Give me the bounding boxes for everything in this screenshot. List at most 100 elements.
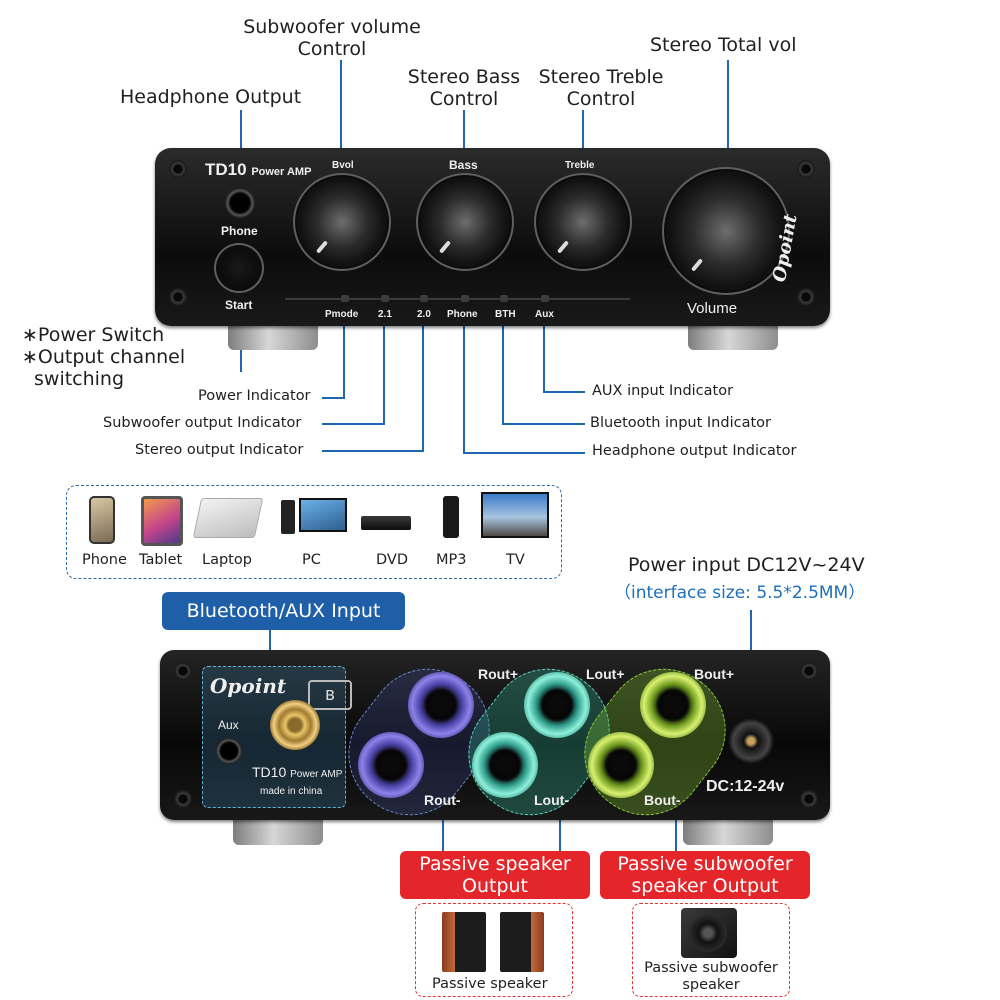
bluetooth-input-indicator-label: Bluetooth input Indicator — [590, 415, 771, 431]
led-bth — [500, 295, 508, 302]
speaker-icon — [442, 912, 486, 972]
device-label: Laptop — [202, 552, 252, 568]
bluetooth-icon: ʙ — [308, 680, 352, 710]
lout-minus-label: Lout- — [534, 792, 569, 808]
phone-label: Phone — [221, 224, 258, 238]
back-foot-right — [683, 815, 773, 845]
rout-plus-label: Rout+ — [478, 666, 519, 682]
aux-label: Aux — [218, 718, 239, 732]
passive-speaker-box: Passive speaker — [415, 903, 573, 997]
back-brand: Opoint — [210, 674, 287, 698]
power-interface-size: （interface size: 5.5*2.5MM） — [614, 583, 866, 603]
back-model: TD10 Power AMP — [252, 764, 343, 780]
made-in-label: made in china — [260, 786, 323, 797]
screw-icon — [800, 662, 818, 680]
aux-jack[interactable] — [216, 738, 242, 764]
screw-icon — [800, 790, 818, 808]
switching-label: switching — [34, 368, 125, 390]
lout-plus-label: Lout+ — [586, 666, 625, 682]
passive-subwoofer-box: Passive subwoofer speaker — [632, 903, 790, 997]
screw-icon — [174, 662, 192, 680]
indicator-strip — [285, 298, 630, 300]
device-label: PC — [302, 552, 321, 568]
screw-icon — [174, 790, 192, 808]
passive-subwoofer-speaker-label: Passive subwoofer speaker — [644, 960, 778, 993]
laptop-icon — [192, 498, 264, 538]
bass-knob[interactable] — [421, 178, 509, 266]
output-channel-label: ∗Output channel — [22, 346, 186, 368]
power-input-title: Power input DC12V~24V — [628, 554, 865, 576]
led-2-0 — [420, 295, 428, 302]
screw-icon — [797, 288, 815, 306]
led-aux — [541, 295, 549, 302]
subwoofer-volume-knob[interactable] — [298, 178, 386, 266]
volume-label: Volume — [687, 300, 738, 317]
front-model: TD10 Power AMP — [205, 160, 312, 179]
rout-plus-terminal[interactable] — [408, 672, 474, 738]
antenna-connector[interactable] — [270, 700, 320, 750]
bluetooth-aux-badge: Bluetooth/AUX Input — [162, 592, 405, 630]
device-label: Tablet — [139, 552, 183, 568]
device-label: MP3 — [436, 552, 467, 568]
led-phone — [461, 295, 469, 302]
bout-plus-label: Bout+ — [694, 666, 735, 682]
rout-minus-terminal[interactable] — [358, 732, 424, 798]
start-label: Start — [225, 298, 253, 312]
passive-speaker-output-badge: Passive speaker Output — [400, 851, 590, 899]
source-devices-box: Phone Tablet Laptop PC DVD MP3 TV — [66, 485, 562, 579]
headphone-output-label: Headphone Output — [120, 86, 302, 108]
screw-icon — [797, 160, 815, 178]
led-pmode — [341, 295, 349, 302]
pc-monitor-icon — [299, 498, 347, 532]
back-foot-left — [233, 815, 323, 845]
treble-label: Treble — [565, 160, 595, 171]
power-switch-label: ∗Power Switch — [22, 324, 165, 346]
pc-icon — [281, 500, 295, 534]
rout-minus-label: Rout- — [424, 792, 461, 808]
device-label: Phone — [82, 552, 127, 568]
passive-speaker-label: Passive speaker — [432, 976, 548, 992]
tv-icon — [481, 492, 549, 538]
headphone-jack[interactable] — [225, 188, 255, 218]
indicator-label: 2.0 — [417, 309, 431, 320]
device-label: TV — [506, 552, 525, 568]
power-indicator-label: Power Indicator — [198, 388, 311, 404]
bout-minus-label: Bout- — [644, 792, 681, 808]
stereo-total-vol-label: Stereo Total vol — [650, 34, 797, 56]
stereo-bass-label: Stereo Bass Control — [407, 66, 521, 110]
indicator-label: 2.1 — [378, 309, 392, 320]
bass-label: Bass — [449, 158, 478, 172]
indicator-label: Phone — [447, 309, 478, 320]
aux-input-indicator-label: AUX input Indicator — [592, 383, 734, 399]
front-panel: TD10 Power AMP Phone Start Bvol Bass Tre… — [155, 148, 830, 326]
subwoofer-output-indicator-label: Subwoofer output Indicator — [103, 415, 302, 431]
lout-minus-terminal[interactable] — [472, 732, 538, 798]
stereo-output-indicator-label: Stereo output Indicator — [135, 442, 304, 458]
indicator-label: BTH — [495, 309, 516, 320]
mp3-icon — [443, 496, 459, 538]
bout-minus-terminal[interactable] — [588, 732, 654, 798]
tablet-icon — [141, 496, 183, 546]
device-label: DVD — [376, 552, 408, 568]
headphone-output-indicator-label: Headphone output Indicator — [592, 443, 797, 459]
passive-subwoofer-output-badge: Passive subwoofer speaker Output — [600, 851, 810, 899]
led-2-1 — [381, 295, 389, 302]
bout-plus-terminal[interactable] — [640, 672, 706, 738]
subwoofer-icon — [681, 908, 737, 958]
indicator-label: Aux — [535, 309, 554, 320]
stereo-treble-label: Stereo Treble Control — [538, 66, 664, 110]
lout-plus-terminal[interactable] — [524, 672, 590, 738]
back-panel: Opoint ʙ Aux TD10 Power AMP made in chin… — [160, 644, 830, 840]
dc-label: DC:12-24v — [706, 778, 785, 795]
indicator-label: Pmode — [325, 309, 359, 320]
speaker-icon — [500, 912, 544, 972]
treble-knob[interactable] — [539, 178, 627, 266]
screw-icon — [169, 160, 187, 178]
bvol-label: Bvol — [332, 160, 354, 171]
phone-icon — [89, 496, 115, 544]
start-button[interactable] — [219, 248, 259, 288]
dvd-icon — [361, 516, 411, 530]
total-volume-knob[interactable] — [667, 172, 785, 290]
screw-icon — [169, 288, 187, 306]
dc-power-jack[interactable] — [728, 718, 774, 764]
